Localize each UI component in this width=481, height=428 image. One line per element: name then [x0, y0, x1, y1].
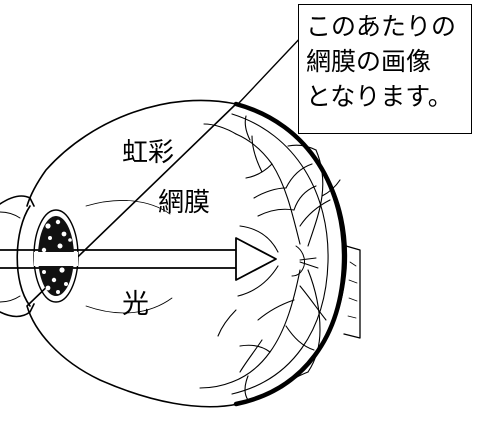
label-light: 光: [122, 289, 149, 320]
callout-box: このあたりの 網膜の画像 となります。: [298, 4, 472, 134]
callout-line: このあたりの: [306, 12, 457, 41]
optic-nerve-lines: [347, 261, 358, 319]
optic-nerve: [343, 245, 361, 339]
retina-band: [233, 101, 347, 407]
blood-vessels-lower: [199, 265, 327, 401]
upper-eyelid: [0, 195, 35, 207]
callout-leader-line: [237, 33, 305, 105]
vitreous-curve: [85, 200, 173, 314]
retina-band-inner: [231, 113, 329, 395]
eyelid-fold: [0, 211, 21, 303]
iris-pattern: [34, 216, 78, 296]
cornea: [16, 205, 31, 307]
blood-vessels-upper: [203, 115, 341, 253]
optic-disc: [291, 245, 319, 277]
callout-line: となります。: [306, 82, 453, 111]
callout-line: 網膜の画像: [306, 47, 432, 76]
lower-eyelid: [0, 303, 35, 318]
light-arrow-head: [235, 237, 277, 281]
label-retina: 網膜: [158, 188, 211, 218]
label-iris: 虹彩: [122, 138, 175, 168]
